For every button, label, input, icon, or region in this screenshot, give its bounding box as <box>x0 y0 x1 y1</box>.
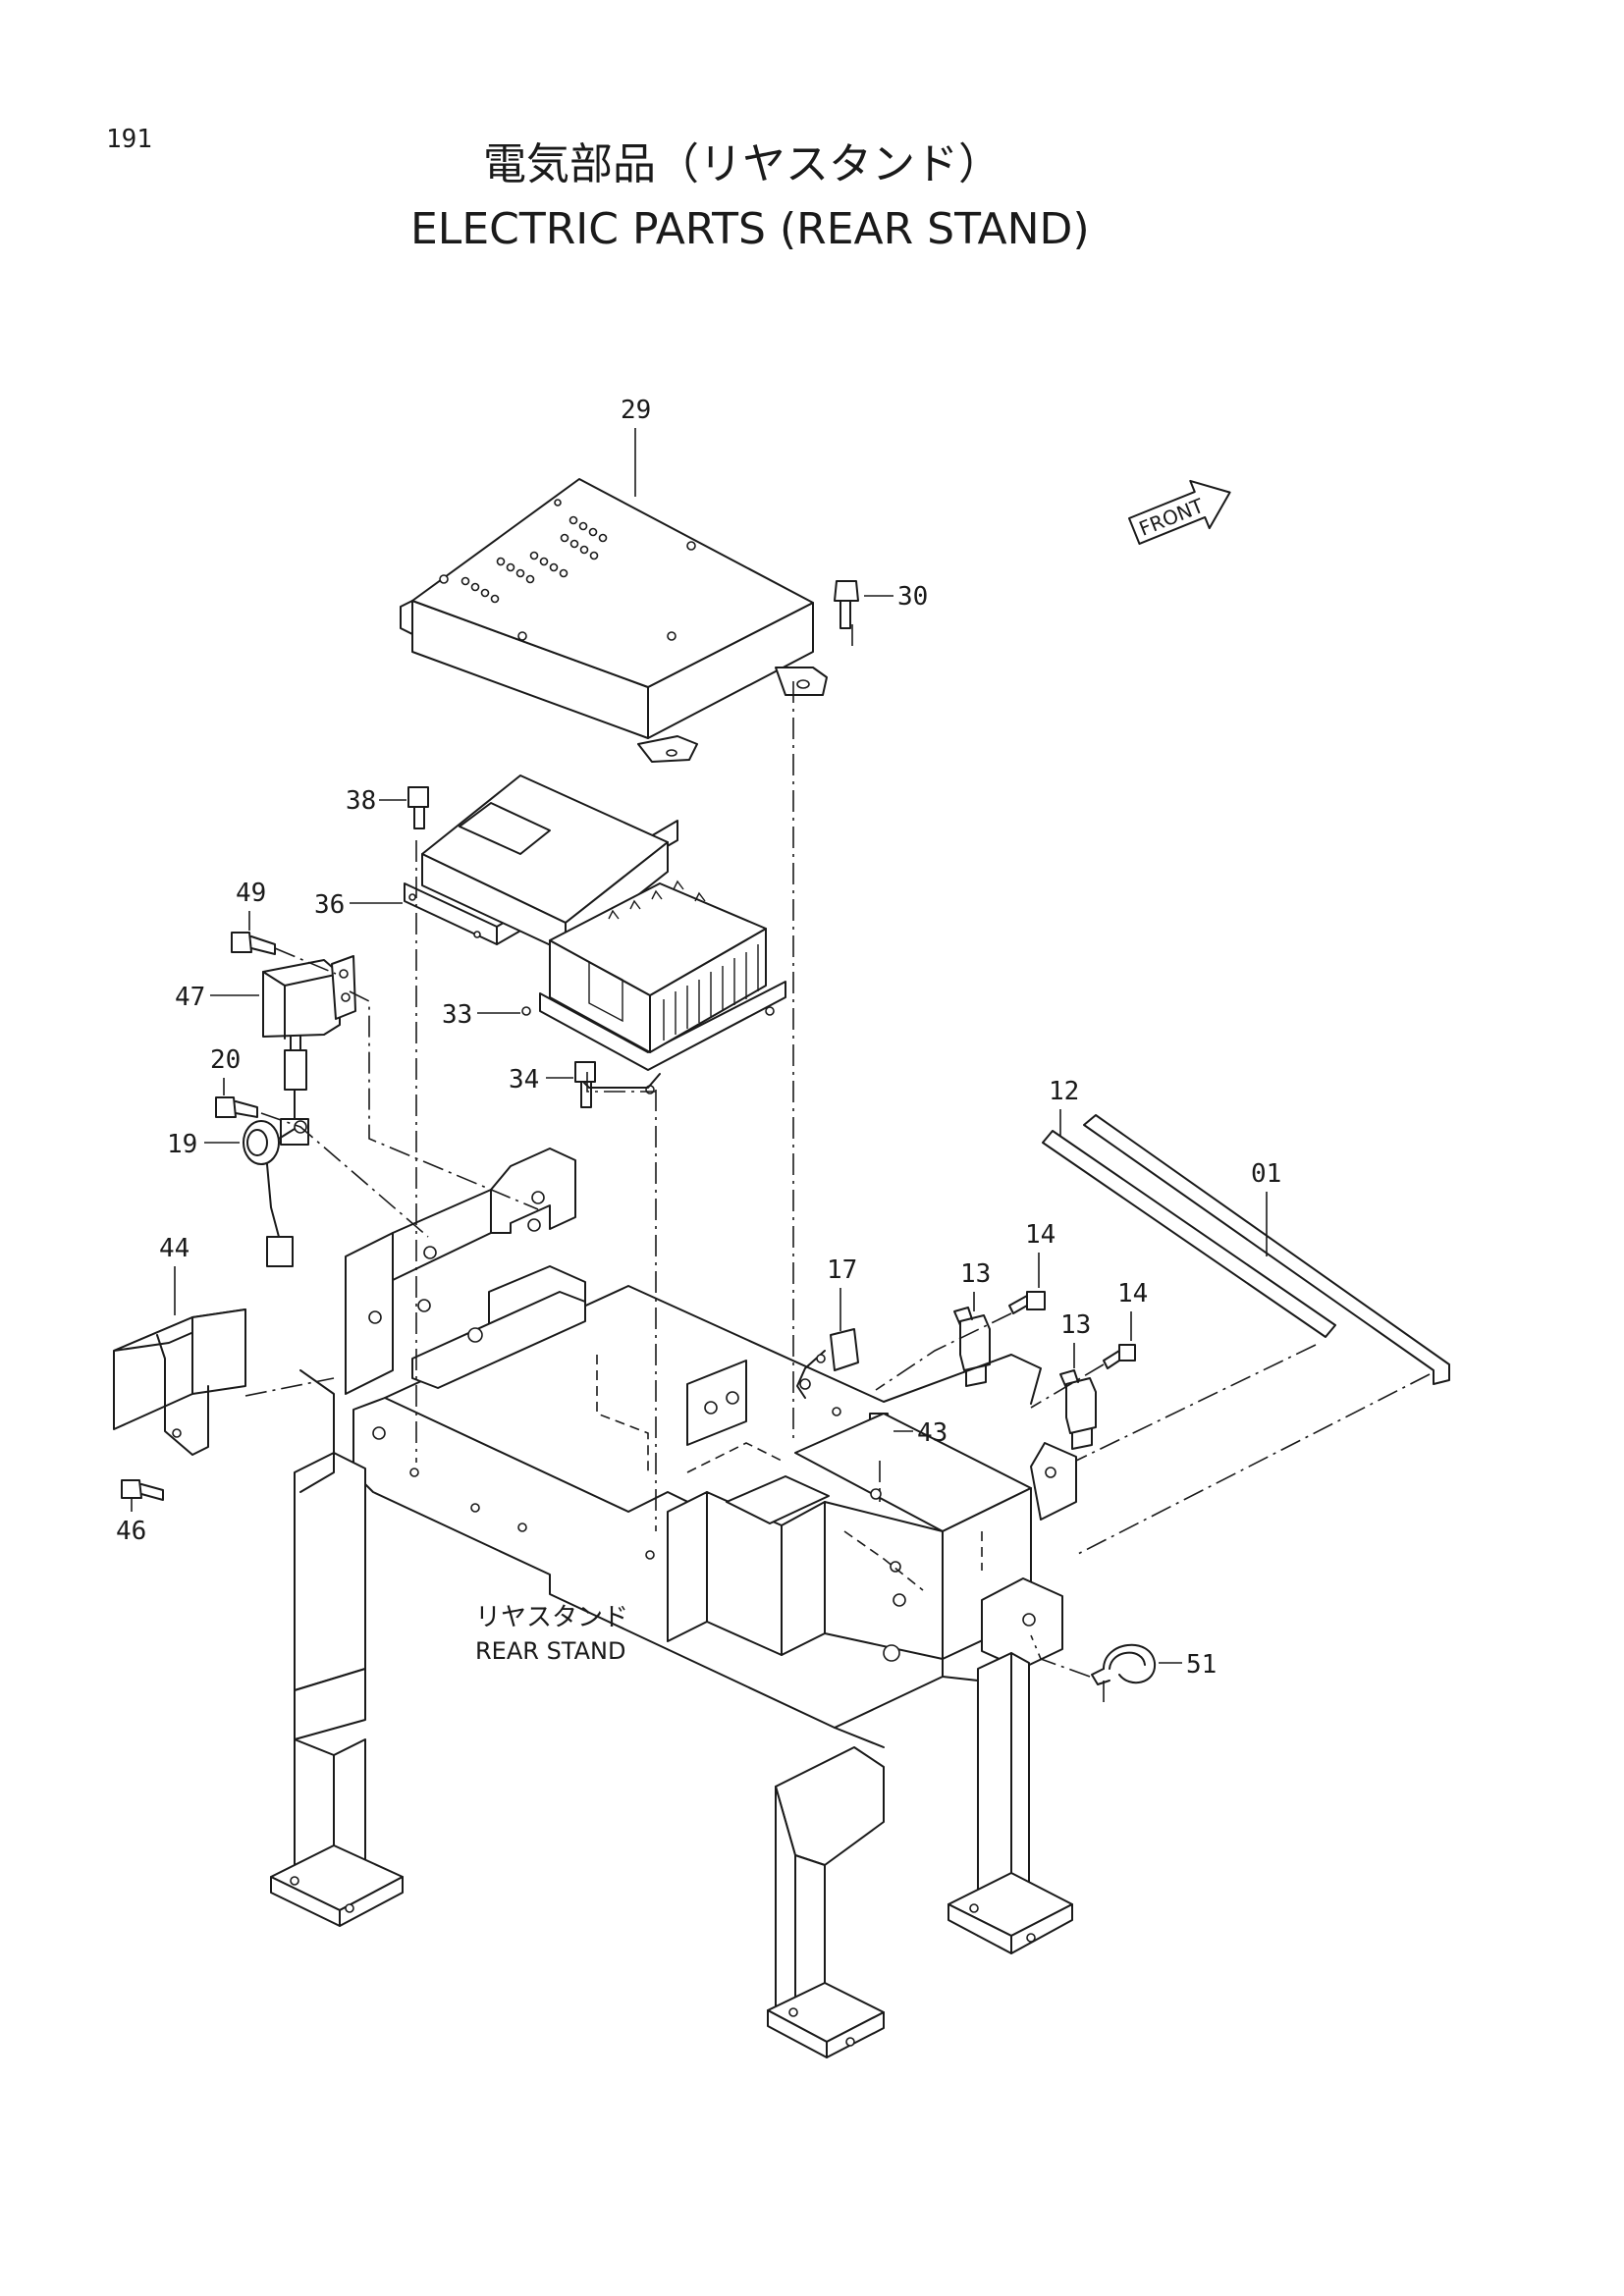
callout-14a: 14 <box>1025 1220 1056 1250</box>
title-japanese: 電気部品（リヤスタンド） <box>483 139 1001 189</box>
callout-33: 33 <box>442 1000 472 1030</box>
rear-stand-label-japanese: リヤスタンド <box>475 1603 628 1632</box>
bolt-49 <box>231 932 276 955</box>
callout-38: 38 <box>346 786 376 816</box>
bolt-14b <box>1103 1344 1136 1369</box>
controller-connectors <box>439 499 696 641</box>
callout-01: 01 <box>1251 1159 1281 1189</box>
controller-box <box>400 478 828 763</box>
bolt-34 <box>574 1061 596 1108</box>
bolt-46 <box>121 1479 164 1501</box>
callout-30: 30 <box>897 582 928 612</box>
callout-43: 43 <box>917 1418 947 1448</box>
cover-44 <box>113 1308 246 1456</box>
callout-19: 19 <box>167 1130 197 1159</box>
page-number: 191 <box>106 125 152 154</box>
callouts: 29 30 38 36 49 47 33 34 20 19 44 46 17 1… <box>116 396 1281 1680</box>
callout-46: 46 <box>116 1517 146 1546</box>
bolt-20 <box>215 1096 258 1118</box>
callout-34: 34 <box>509 1065 539 1095</box>
relay-13a <box>953 1307 991 1387</box>
front-arrow-marker: FRONT <box>1128 479 1231 545</box>
callout-36: 36 <box>314 890 345 920</box>
clamp-51 <box>1091 1643 1157 1685</box>
sensor-17 <box>796 1328 859 1399</box>
callout-12: 12 <box>1049 1077 1079 1106</box>
rear-stand-label-english: REAR STAND <box>475 1637 625 1665</box>
bolt-14a <box>1008 1291 1046 1314</box>
callout-17: 17 <box>827 1255 857 1285</box>
controller-unit-33 <box>521 880 786 1095</box>
callout-14b: 14 <box>1117 1279 1148 1308</box>
callout-44: 44 <box>159 1234 189 1263</box>
relay-47 <box>262 955 356 1146</box>
rear-stand-frame <box>270 1148 1077 2058</box>
callout-13a: 13 <box>960 1259 991 1289</box>
sensor-19 <box>243 1120 307 1267</box>
plate-12 <box>1042 1130 1336 1338</box>
bolt-30 <box>834 580 859 629</box>
title-english: ELECTRIC PARTS (REAR STAND) <box>410 204 1090 254</box>
callout-51: 51 <box>1186 1650 1217 1680</box>
relay-13b <box>1059 1369 1097 1450</box>
electronic-unit-36 <box>404 774 678 953</box>
leader-lines <box>131 428 1268 1664</box>
callout-47: 47 <box>175 983 205 1012</box>
callout-29: 29 <box>621 396 651 425</box>
assembly-lines <box>244 624 1431 1708</box>
bolt-38 <box>407 786 429 829</box>
callout-13b: 13 <box>1060 1310 1091 1340</box>
callout-49: 49 <box>236 879 266 908</box>
callout-20: 20 <box>210 1045 241 1075</box>
